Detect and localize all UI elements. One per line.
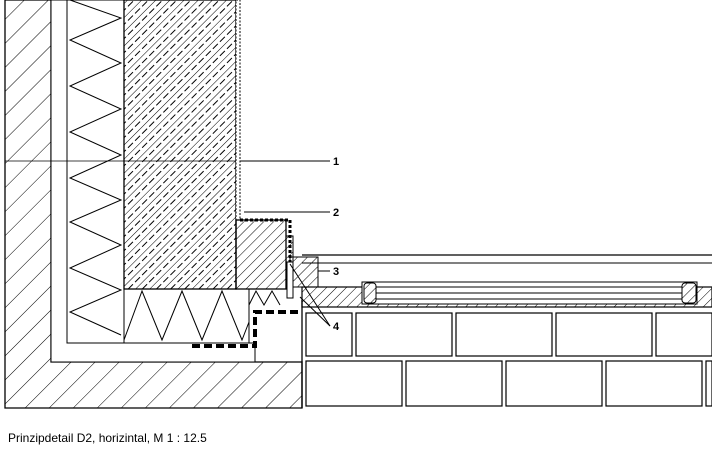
insulation-layer-vertical (66, 0, 125, 344)
tile (305, 312, 353, 357)
tile (455, 312, 553, 357)
tile (555, 312, 653, 357)
bottom-sealing-tape (192, 310, 300, 348)
leader-line-4b (299, 296, 331, 327)
inner-wall-masonry (123, 0, 237, 290)
tile (505, 360, 603, 407)
insulation-zigzag-vertical (68, 0, 123, 336)
leader-line-4a (289, 263, 331, 327)
vapor-barrier-foil (235, 0, 241, 221)
tile-rows (305, 312, 712, 407)
callout-2: 2 (333, 207, 339, 219)
insulation-layer-horizontal (123, 288, 250, 344)
tile (305, 360, 403, 407)
tile (655, 312, 712, 357)
glazing-clip-left (363, 282, 377, 304)
insulation-zigzag-horizontal (123, 289, 250, 342)
callout-4: 4 (333, 321, 340, 333)
callout-1: 1 (333, 156, 339, 168)
threshold-insert (286, 261, 294, 299)
threshold-profile (289, 256, 319, 288)
tile (605, 360, 703, 407)
tile (705, 360, 712, 407)
callout-3: 3 (333, 266, 339, 278)
drawing-caption: Prinzipdetail D2, horizintal, M 1 : 12.5 (8, 431, 207, 445)
tile (405, 360, 503, 407)
insulation-zigzag-small (248, 289, 281, 307)
tile (355, 312, 453, 357)
glazing-clip-right (681, 282, 697, 304)
frame-block (235, 219, 287, 290)
